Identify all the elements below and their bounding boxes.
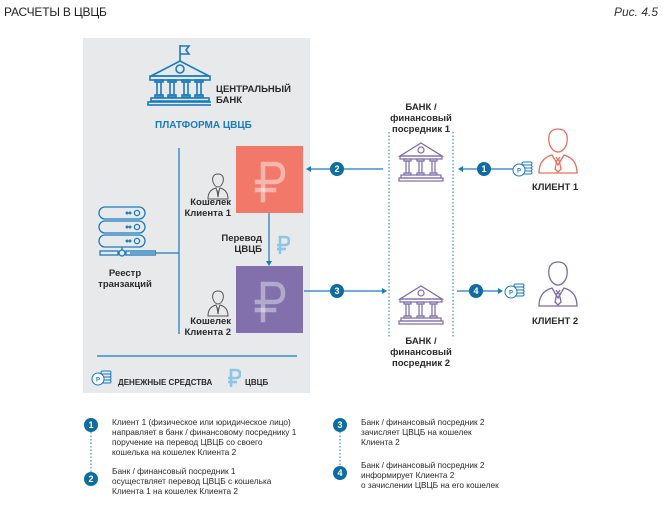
svg-text:Р: Р [509,291,513,297]
money-coins-icon: Р [91,370,112,386]
note-badge-2: 2 [84,472,98,486]
note-badge-4: 4 [333,466,347,480]
person-icon-wallet1 [207,173,229,200]
step2-arrowhead [306,166,311,172]
step-badge-2: 2 [330,162,344,176]
transfer-label: Перевод ЦВЦБ [221,233,262,255]
diagram-title: РАСЧЕТЫ В ЦВЦБ [4,5,107,19]
legend-cbdc-label: ЦВЦБ [245,378,269,387]
wallet1-label: Кошелек Клиента 1 [184,197,231,219]
money-coins-icon-client1: Р [512,161,533,177]
svg-text:Р: Р [517,169,521,175]
client2-person-icon [538,261,578,307]
note-4: Банк / финансовый посредник 2 информируе… [361,460,499,490]
registry-label: Реестр транзакций [98,268,152,290]
ruble-icon [254,281,286,323]
cbdc-ruble-icon [277,235,290,254]
step-badge-1: 1 [477,162,491,176]
note-3: Банк / финансовый посредник 2 зачисляет … [361,417,485,447]
bank2-building-icon [398,285,444,325]
person-icon-wallet2 [207,290,229,317]
note-badge-3: 3 [333,418,347,432]
central-bank-icon [147,45,211,106]
bank1-label: БАНК / финансовый посредник 1 [390,102,452,135]
wallet-client-1 [236,146,303,213]
client2-label: КЛИЕНТ 2 [532,316,579,327]
platform-label: ПЛАТФОРМА ЦВЦБ [155,120,252,131]
transfer-arrowhead [266,261,272,266]
svg-text:Р: Р [96,378,100,384]
step1-arrowhead [458,166,463,172]
step-badge-3: 3 [330,284,344,298]
client1-label: КЛИЕНТ 1 [532,182,579,193]
bank2-label: БАНК / финансовый посредник 2 [390,336,452,369]
central-bank-label: ЦЕНТРАЛЬНЫЙ БАНК [216,84,291,106]
wallet2-label: Кошелек Клиента 2 [184,316,231,338]
step-badge-4: 4 [469,284,483,298]
legend-cbdc-icon [228,368,241,387]
money-coins-icon-client2: Р [504,283,525,299]
step4-arrowhead [498,288,503,294]
client1-person-icon [538,128,578,174]
figure-label: Рис. 4.5 [613,5,658,19]
wallet-client-2 [236,266,303,333]
ruble-icon [254,161,286,203]
step3-arrowhead [382,288,387,294]
bank1-building-icon [398,142,444,182]
note-badge-1: 1 [84,418,98,432]
server-registry-icon [98,206,156,257]
note-2: Банк / финансовый посредник 1 осуществля… [112,466,272,496]
legend-money-label: ДЕНЕЖНЫЕ СРЕДСТВА [118,378,213,387]
note-1: Клиент 1 (физическое или юридическое лиц… [112,417,297,457]
